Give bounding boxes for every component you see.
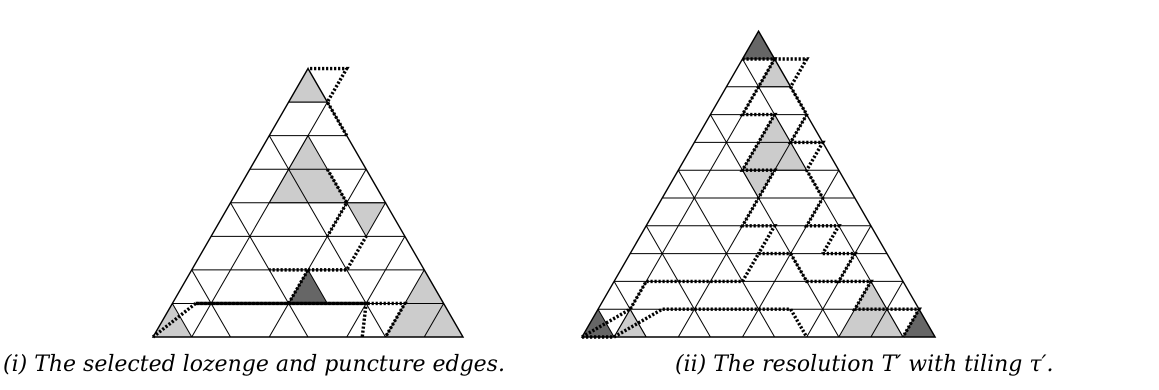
dotted-path xyxy=(269,268,311,305)
dotted-path xyxy=(581,252,761,339)
tiling-edge xyxy=(346,236,406,338)
light-gray-triangle xyxy=(757,58,792,88)
panel-resolution: (ii) The resolution T′ with tiling τ′. xyxy=(580,0,1159,390)
light-gray-triangle xyxy=(613,308,648,338)
tiling-edge xyxy=(268,168,367,338)
dotted-path xyxy=(151,301,369,339)
dotted-path xyxy=(308,66,350,137)
dotted-path xyxy=(195,301,408,338)
dotted-path xyxy=(822,251,922,338)
dotted-path xyxy=(613,307,809,339)
dotted-path xyxy=(325,168,349,238)
dark-gray-triangle xyxy=(581,308,615,338)
dotted-path xyxy=(758,251,839,284)
tiling-edge xyxy=(677,169,776,338)
light-gray-triangle xyxy=(345,202,387,238)
triangle-outline xyxy=(151,67,465,338)
lozenge-tiling-figure-2 xyxy=(580,29,937,339)
light-gray-triangle xyxy=(741,169,776,200)
tiling-edge xyxy=(613,281,647,338)
light-gray-triangle xyxy=(287,67,329,103)
dark-gray-triangle xyxy=(902,308,936,338)
tiling-edge xyxy=(191,101,328,338)
dotted-path xyxy=(308,235,368,272)
caption-1: (i) The selected lozenge and puncture ed… xyxy=(3,352,505,377)
dotted-path xyxy=(774,57,842,255)
panel-selected-lozenge: (i) The selected lozenge and puncture ed… xyxy=(3,66,505,377)
tiling-edge xyxy=(423,303,445,338)
dark-gray-triangle xyxy=(741,30,776,60)
dotted-path xyxy=(739,57,778,255)
caption-2: (ii) The resolution T′ with tiling τ′. xyxy=(675,352,1054,377)
triangle-outline xyxy=(580,29,937,338)
lozenge-tiling-figure-1 xyxy=(151,66,465,339)
tiling-edge xyxy=(645,225,711,338)
dark-gray-triangle xyxy=(287,268,329,304)
